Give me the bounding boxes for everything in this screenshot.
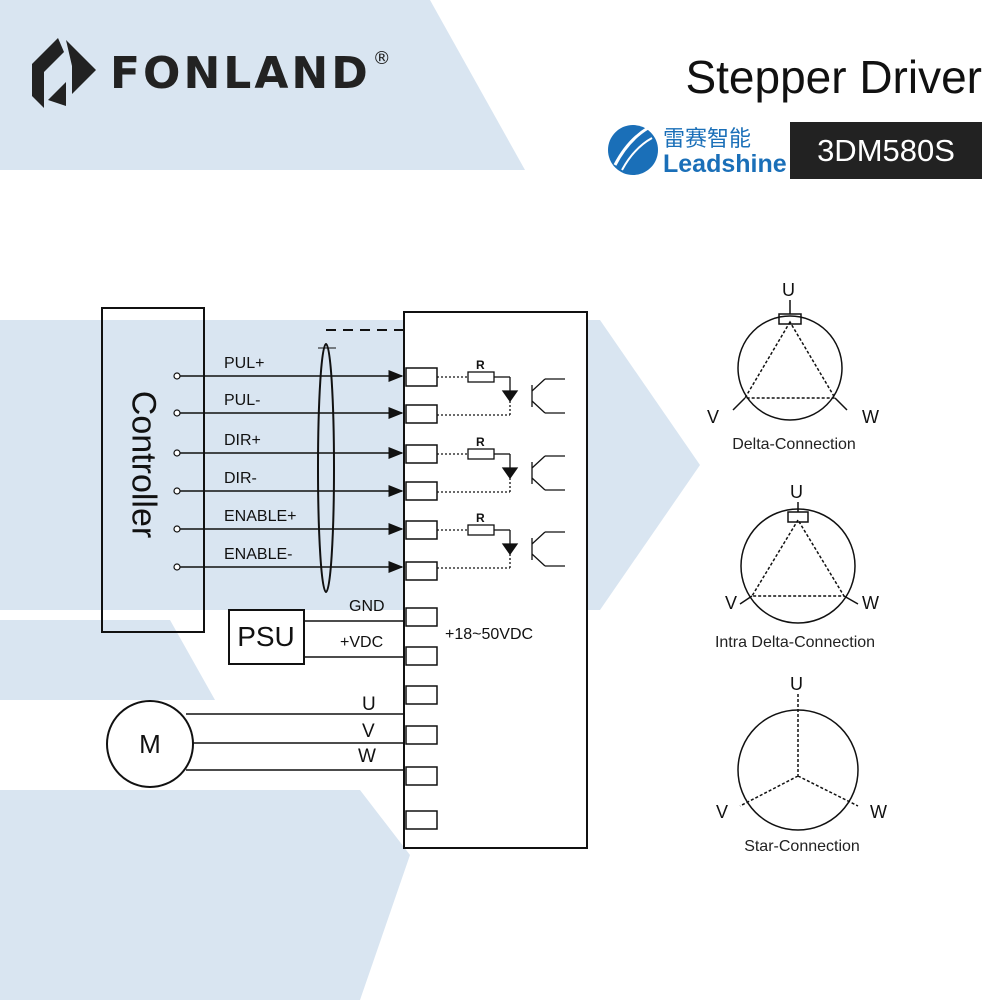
star-u-label: U — [790, 674, 803, 694]
psu-box — [228, 609, 305, 665]
registered-mark: ® — [372, 48, 394, 69]
optocoupler-circuit-1: R — [437, 435, 565, 493]
signal-terminal-4 — [173, 525, 181, 533]
phase-w-label: W — [358, 746, 376, 767]
driver-terminal-11 — [405, 810, 438, 830]
star-connection-diagram — [737, 694, 859, 831]
star-caption: Star-Connection — [744, 838, 860, 855]
signal-label: PUL+ — [224, 355, 265, 372]
driver-terminal-0 — [405, 367, 438, 387]
driver-terminal-8 — [405, 685, 438, 705]
signal-terminal-0 — [173, 372, 181, 380]
gnd-label: GND — [349, 598, 385, 615]
delta-caption: Delta-Connection — [732, 436, 856, 453]
phase-u-label: U — [362, 694, 376, 715]
left-band — [0, 620, 215, 700]
signal-terminal-2 — [173, 449, 181, 457]
manufacturer-cn: 雷赛智能 — [663, 126, 752, 151]
motor-label: M — [139, 728, 161, 759]
fonland-logo-icon — [32, 38, 96, 108]
intra-w-label: W — [862, 593, 879, 613]
delta-u-label: U — [782, 280, 795, 300]
controller-box — [101, 307, 205, 633]
manufacturer-en: Leadshine — [663, 150, 787, 178]
driver-terminal-3 — [405, 481, 438, 501]
signal-label: PUL- — [224, 392, 261, 409]
signal-label: ENABLE- — [224, 546, 293, 563]
optocoupler-circuit-0: R — [437, 358, 565, 416]
product-title: Stepper Driver — [685, 51, 982, 103]
intra-delta-connection-diagram — [739, 502, 859, 624]
signal-label: DIR- — [224, 470, 257, 487]
resistor-label: R — [476, 358, 485, 372]
driver-terminal-10 — [405, 766, 438, 786]
vdc-label: +VDC — [340, 634, 384, 651]
intra-v-label: V — [725, 593, 738, 613]
phase-v-label: V — [362, 721, 375, 742]
driver-terminal-7 — [405, 646, 438, 666]
driver-terminal-2 — [405, 444, 438, 464]
intra-caption: Intra Delta-Connection — [714, 634, 876, 651]
driver-terminal-4 — [405, 520, 438, 540]
driver-terminal-1 — [405, 404, 438, 424]
signal-terminal-3 — [173, 487, 181, 495]
brand-name: FONLAND® — [110, 48, 394, 99]
psu-label: PSU — [237, 621, 295, 652]
signal-terminal-1 — [173, 409, 181, 417]
delta-connection-diagram — [732, 300, 848, 421]
voltage-range-label: +18~50VDC — [445, 626, 534, 643]
resistor-label: R — [476, 435, 485, 449]
delta-w-label: W — [862, 407, 879, 427]
driver-terminal-9 — [405, 725, 438, 745]
driver-terminal-5 — [405, 561, 438, 581]
driver-terminal-6 — [405, 607, 438, 627]
motor-circle — [106, 700, 194, 788]
star-v-label: V — [716, 802, 729, 822]
delta-v-label: V — [707, 407, 720, 427]
resistor-label: R — [476, 511, 485, 525]
signal-label: ENABLE+ — [224, 508, 297, 525]
controller-label: Controller — [124, 390, 163, 539]
bottom-band — [0, 790, 410, 1000]
signal-label: DIR+ — [224, 432, 261, 449]
cable-shield — [317, 343, 335, 593]
star-w-label: W — [870, 802, 887, 822]
intra-u-label: U — [790, 482, 803, 502]
signal-terminal-5 — [173, 563, 181, 571]
brand-text: FONLAND — [110, 48, 371, 99]
leadshine-logo-icon — [608, 125, 658, 175]
header-band — [0, 0, 525, 170]
model-badge: 3DM580S — [790, 122, 982, 179]
optocoupler-circuit-2: R — [437, 511, 565, 569]
